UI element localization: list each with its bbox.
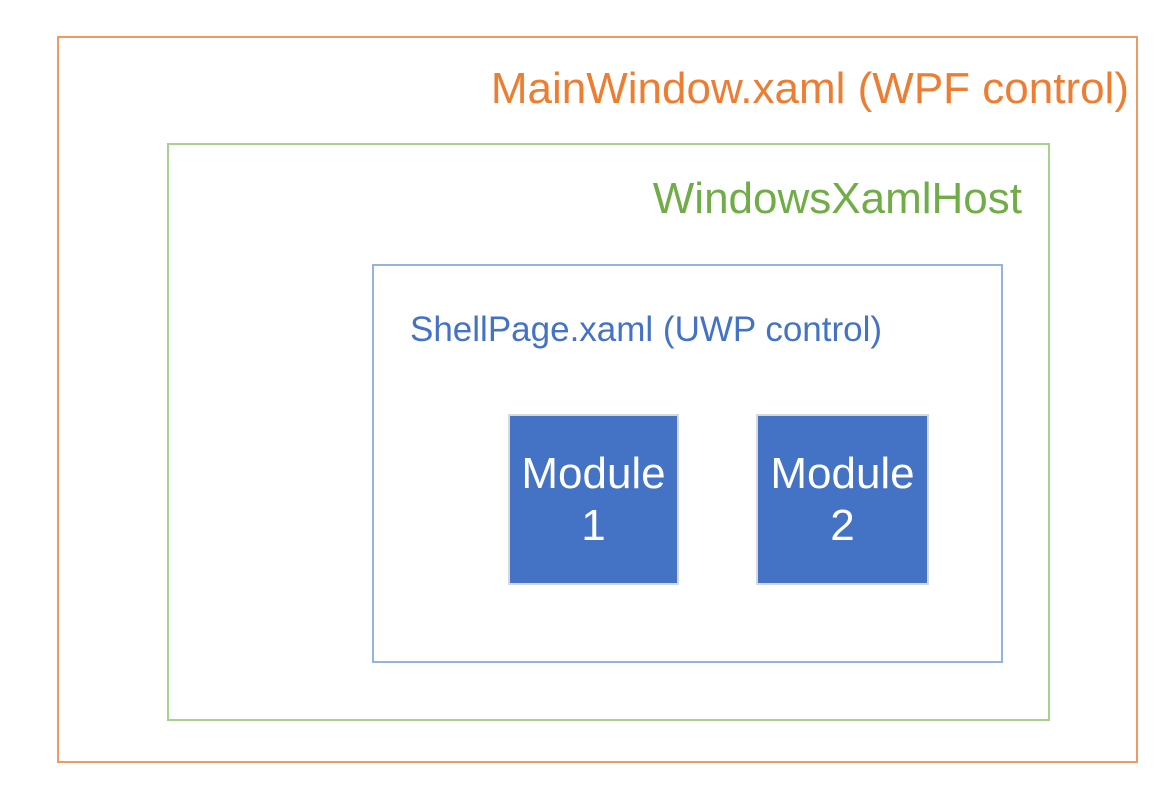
module-2-label-line1: Module: [770, 448, 915, 498]
module-2-box: Module 2: [756, 414, 929, 585]
shellpage-uwp-label: ShellPage.xaml (UWP control): [410, 310, 883, 349]
mainwindow-wpf-label: MainWindow.xaml (WPF control): [490, 64, 1129, 113]
windowsxamlhost-label: WindowsXamlHost: [652, 174, 1022, 223]
module-1-box: Module 1: [508, 414, 679, 585]
module-2-label: Module 2: [770, 448, 914, 552]
module-1-label: Module 1: [521, 448, 665, 552]
shellpage-uwp-box: ShellPage.xaml (UWP control) Module 1 Mo…: [372, 264, 1003, 663]
mainwindow-wpf-box: MainWindow.xaml (WPF control) WindowsXam…: [57, 36, 1138, 763]
module-1-label-line1: Module: [521, 448, 666, 498]
windowsxamlhost-box: WindowsXamlHost ShellPage.xaml (UWP cont…: [167, 143, 1050, 721]
module-2-label-line2: 2: [830, 500, 855, 550]
module-1-label-line2: 1: [581, 500, 606, 550]
